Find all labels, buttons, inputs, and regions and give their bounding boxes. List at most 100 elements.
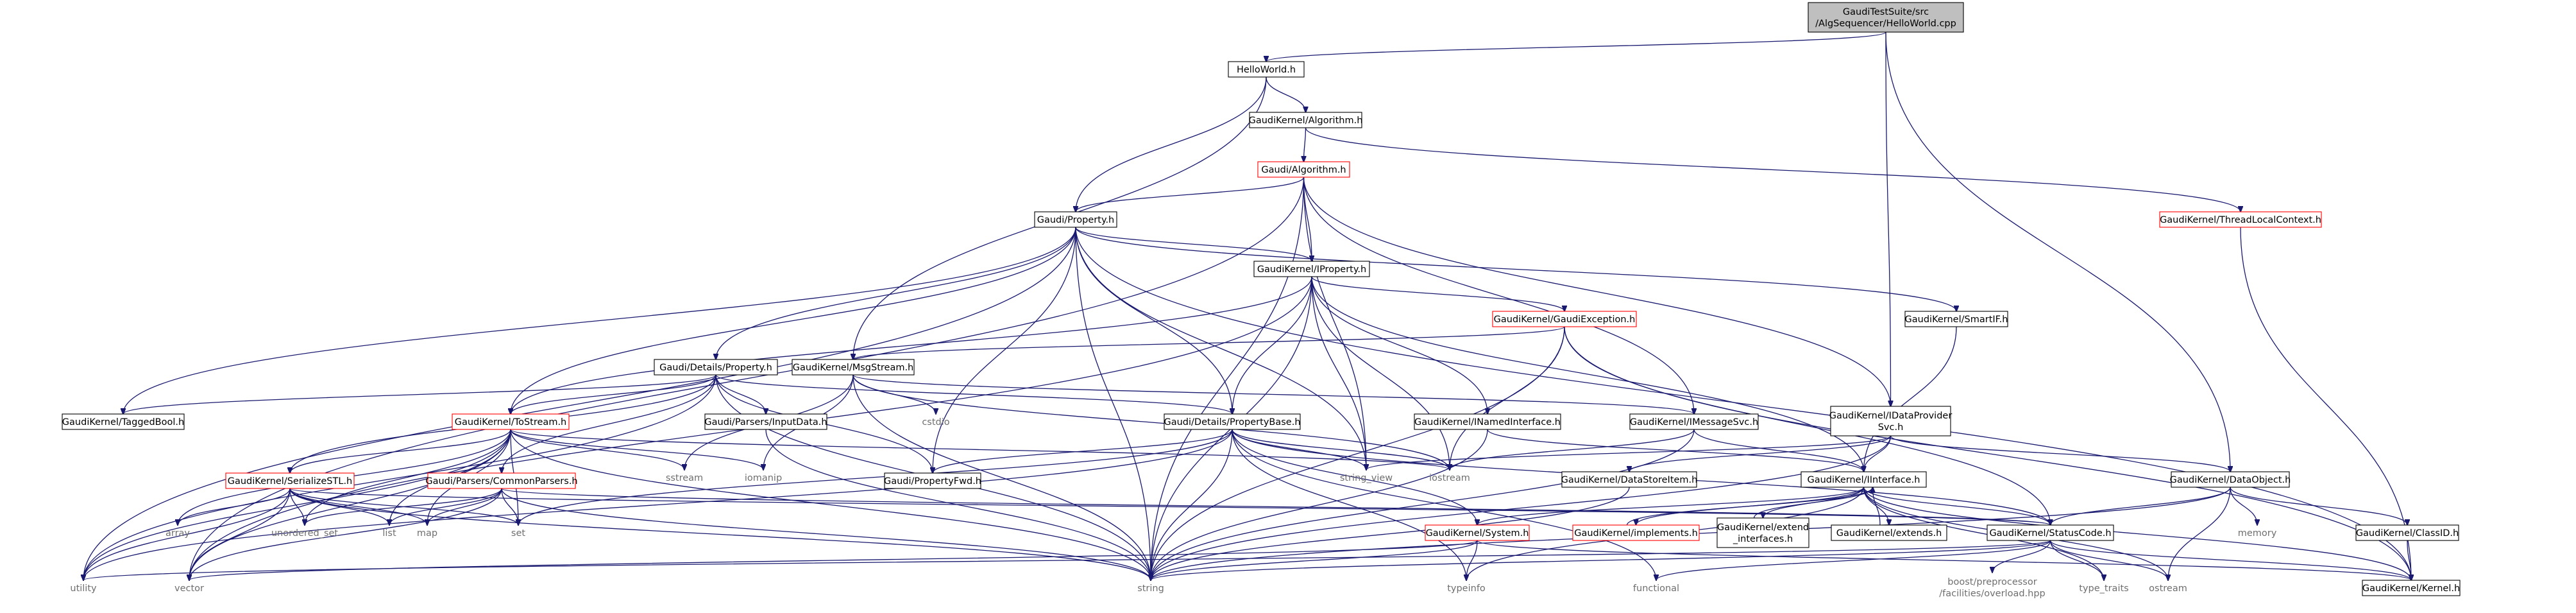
- node-inamed[interactable]: GaudiKernel/INamedInterface.h: [1414, 413, 1561, 430]
- node-box: [2159, 211, 2322, 228]
- edge-gproperty-to-taggedbool: [123, 227, 1076, 414]
- edge-datastoreitem-to-string: [1151, 487, 1630, 580]
- node-msgstream[interactable]: GaudiKernel/MsgStream.h: [792, 359, 915, 376]
- edge-root-to-idataprov: [1885, 31, 1891, 406]
- edge-system-to-string: [1151, 540, 1478, 580]
- edge-detpropbase-to-iostream: [1232, 429, 1450, 470]
- edge-idataprov-to-string_view: [1366, 435, 1892, 470]
- edge-tostream-to-serializestl: [290, 429, 511, 473]
- node-box: [1228, 61, 1305, 78]
- node-box: [1987, 524, 2114, 541]
- node-label: GaudiKernel/DataStoreItem.h: [1561, 475, 1698, 485]
- edge-gproperty-to-detprop: [716, 227, 1076, 359]
- node-label: GaudiKernel/GaudiException.h: [1494, 315, 1636, 325]
- node-label: GaudiKernel/Kernel.h: [2362, 583, 2460, 594]
- node-label: vector: [174, 583, 204, 594]
- edge-helloworld-to-gproperty: [1076, 76, 1267, 212]
- edge-statuscode-to-type_traits: [2049, 540, 2105, 580]
- node-datastoreitem[interactable]: GaudiKernel/DataStoreItem.h: [1561, 471, 1698, 488]
- node-serializestl[interactable]: GaudiKernel/SerializeSTL.h: [225, 472, 355, 489]
- node-box: [1164, 413, 1301, 430]
- edge-gaudiexc-to-msgstream: [853, 326, 1565, 359]
- node-extends[interactable]: GaudiKernel/extends.h: [1831, 524, 1947, 541]
- node-label: ostream: [2149, 583, 2187, 594]
- node-functional: functional: [1633, 583, 1679, 594]
- node-label: Gaudi/Parsers/CommonParsers.h: [425, 476, 577, 487]
- edge-tostream-to-string: [510, 429, 1151, 580]
- edge-idataprov-to-string: [1151, 435, 1892, 580]
- node-box: [1034, 211, 1117, 228]
- node-tostream[interactable]: GaudiKernel/ToStream.h: [452, 413, 570, 430]
- node-kalgorithm[interactable]: GaudiKernel/Algorithm.h: [1249, 112, 1363, 128]
- edge-detpropbase-to-propertyfwd: [933, 429, 1233, 473]
- node-iostream: iostream: [1429, 473, 1470, 483]
- node-system[interactable]: GaudiKernel/System.h: [1425, 524, 1530, 541]
- dependency-nodes: GaudiTestSuite/src/AlgSequencer/HelloWor…: [62, 2, 2461, 599]
- node-label: list: [382, 528, 396, 539]
- node-statuscode[interactable]: GaudiKernel/StatusCode.h: [1987, 524, 2114, 541]
- node-box: [62, 413, 185, 430]
- edge-msgstream-to-string: [852, 374, 1151, 580]
- node-propertyfwd[interactable]: Gaudi/PropertyFwd.h: [884, 472, 981, 489]
- node-label: set: [511, 528, 525, 539]
- node-label: map: [417, 528, 437, 539]
- edge-tostream-to-sstream: [510, 429, 684, 470]
- edge-system-to-typeinfo: [1466, 540, 1478, 580]
- edge-detprop-to-inputdata: [715, 374, 766, 414]
- node-typeinfo: typeinfo: [1447, 583, 1486, 594]
- node-gaudiexc[interactable]: GaudiKernel/GaudiException.h: [1492, 311, 1637, 327]
- node-kernel[interactable]: GaudiKernel/Kernel.h: [2362, 580, 2461, 596]
- edge-kalgorithm-to-galgorithm: [1304, 127, 1306, 162]
- node-label: cstdio: [922, 417, 949, 427]
- node-classid[interactable]: GaudiKernel/ClassID.h: [2355, 524, 2459, 541]
- edge-galgorithm-to-vector: [189, 177, 1305, 580]
- node-taggedbool[interactable]: GaudiKernel/TaggedBool.h: [62, 413, 185, 430]
- node-commonparsers[interactable]: Gaudi/Parsers/CommonParsers.h: [425, 472, 578, 489]
- node-label: GaudiKernel/ToStream.h: [455, 417, 567, 427]
- edge-commonparsers-to-statuscode: [501, 488, 2051, 525]
- node-string_view: string_view: [1340, 473, 1393, 483]
- edge-detprop-to-utility: [83, 374, 716, 580]
- node-sstream: sstream: [666, 473, 703, 483]
- node-label: string: [1137, 583, 1164, 594]
- edge-serializestl-to-statuscode: [289, 488, 2051, 525]
- node-iproperty[interactable]: GaudiKernel/IProperty.h: [1253, 261, 1370, 277]
- node-implements[interactable]: GaudiKernel/implements.h: [1572, 524, 1700, 541]
- node-smartif[interactable]: GaudiKernel/SmartIF.h: [1904, 311, 2008, 327]
- edge-gproperty-to-propertyfwd: [933, 227, 1076, 473]
- edge-commonparsers-to-vector: [189, 488, 502, 580]
- node-threadlocal[interactable]: GaudiKernel/ThreadLocalContext.h: [2159, 211, 2322, 228]
- node-type_traits: type_traits: [2079, 583, 2128, 594]
- node-dataobject[interactable]: GaudiKernel/DataObject.h: [2170, 471, 2291, 488]
- node-iinterface[interactable]: GaudiKernel/IInterface.h: [1801, 471, 1927, 488]
- node-label: GaudiKernel/implements.h: [1574, 528, 1698, 539]
- edge-imessagesvc-to-iinterface: [1693, 429, 1864, 472]
- node-label: string_view: [1340, 473, 1393, 483]
- node-helloworld[interactable]: HelloWorld.h: [1228, 61, 1305, 78]
- node-array: array: [165, 528, 190, 539]
- node-extendinterfaces[interactable]: GaudiKernel/extend_interfaces.h: [1716, 517, 1809, 548]
- node-ostream: ostream: [2149, 583, 2187, 594]
- node-inputdata[interactable]: Gaudi/Parsers/InputData.h: [704, 413, 827, 430]
- node-imessagesvc[interactable]: GaudiKernel/IMessageSvc.h: [1629, 413, 1759, 430]
- node-detpropbase[interactable]: Gaudi/Details/PropertyBase.h: [1164, 413, 1301, 430]
- node-box: [1830, 406, 1951, 436]
- node-box: [1572, 524, 1700, 541]
- node-gproperty[interactable]: Gaudi/Property.h: [1034, 211, 1117, 228]
- node-set: set: [511, 528, 525, 539]
- node-label: GaudiKernel/IDataProvider: [1829, 411, 1953, 421]
- node-string: string: [1137, 583, 1164, 594]
- node-detprop[interactable]: Gaudi/Details/Property.h: [654, 359, 778, 376]
- node-root[interactable]: GaudiTestSuite/src/AlgSequencer/HelloWor…: [1808, 2, 1964, 33]
- node-label: unordered_set: [271, 528, 339, 539]
- node-label: GaudiKernel/extend: [1717, 522, 1809, 533]
- node-label: Svc.h: [1878, 422, 1904, 433]
- edge-detpropbase-to-set: [518, 429, 1233, 525]
- edge-galgorithm-to-string_view: [1303, 177, 1367, 470]
- node-label: GaudiKernel/DataObject.h: [2170, 475, 2291, 485]
- node-galgorithm[interactable]: Gaudi/Algorithm.h: [1257, 161, 1350, 178]
- edge-commonparsers-to-list: [389, 488, 502, 525]
- dependency-edges: [83, 31, 2411, 580]
- node-label: Gaudi/PropertyFwd.h: [884, 476, 981, 487]
